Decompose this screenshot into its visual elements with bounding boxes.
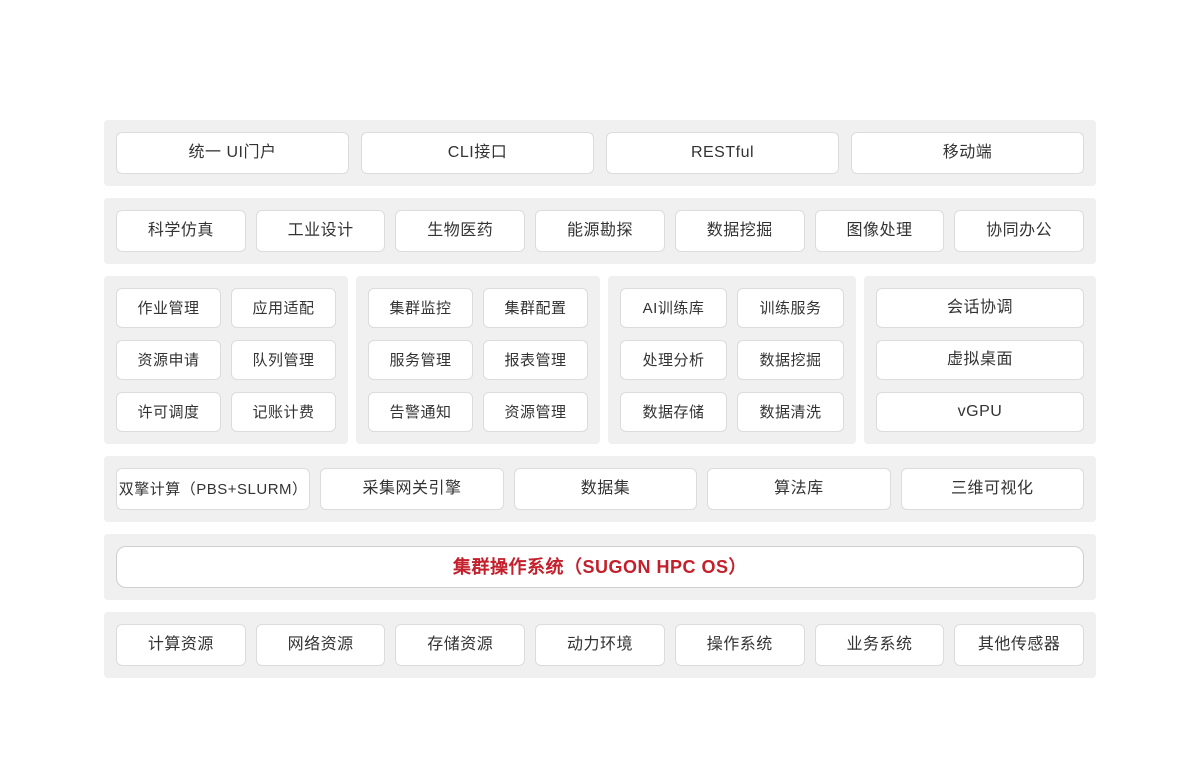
- group-a-row-3: 许可调度 记账计费: [116, 392, 336, 432]
- resource-card-storage[interactable]: 存储资源: [395, 624, 526, 666]
- engine-card-algorithm-library[interactable]: 算法库: [707, 468, 891, 510]
- card-job-management[interactable]: 作业管理: [116, 288, 221, 328]
- cluster-os-band: 集群操作系统（SUGON HPC OS）: [104, 534, 1096, 600]
- engine-layer-band: 双擎计算（PBS+SLURM） 采集网关引擎 数据集 算法库 三维可视化: [104, 456, 1096, 522]
- engine-card-dual-engine-computing[interactable]: 双擎计算（PBS+SLURM）: [116, 468, 311, 510]
- card-processing-analysis[interactable]: 处理分析: [620, 340, 727, 380]
- card-data-cleaning[interactable]: 数据清洗: [737, 392, 844, 432]
- resource-card-business-system[interactable]: 业务系统: [814, 624, 945, 666]
- cluster-os-card[interactable]: 集群操作系统（SUGON HPC OS）: [116, 546, 1084, 588]
- domain-card-biomedicine[interactable]: 生物医药: [395, 210, 526, 252]
- card-license-scheduling[interactable]: 许可调度: [116, 392, 221, 432]
- resource-card-compute[interactable]: 计算资源: [116, 624, 246, 666]
- access-card-restful[interactable]: RESTful: [606, 132, 839, 174]
- group-b-row-3: 告警通知 资源管理: [368, 392, 588, 432]
- access-card-cli[interactable]: CLI接口: [361, 132, 594, 174]
- resource-card-other-sensors[interactable]: 其他传感器: [954, 624, 1085, 666]
- card-virtual-desktop[interactable]: 虚拟桌面: [876, 340, 1084, 380]
- access-layer-band: 统一 UI门户 CLI接口 RESTful 移动端: [104, 120, 1096, 186]
- domain-card-scientific-simulation[interactable]: 科学仿真: [116, 210, 246, 252]
- card-service-management[interactable]: 服务管理: [368, 340, 473, 380]
- group-b-row-2: 服务管理 报表管理: [368, 340, 588, 380]
- card-ai-training-library[interactable]: AI训练库: [620, 288, 727, 328]
- card-cluster-monitoring[interactable]: 集群监控: [368, 288, 473, 328]
- group-c-row-1: AI训练库 训练服务: [620, 288, 844, 328]
- card-data-mining[interactable]: 数据挖掘: [737, 340, 844, 380]
- domain-card-data-mining[interactable]: 数据挖掘: [674, 210, 805, 252]
- card-cluster-configuration[interactable]: 集群配置: [483, 288, 588, 328]
- resource-card-network[interactable]: 网络资源: [255, 624, 386, 666]
- group-a-row-2: 资源申请 队列管理: [116, 340, 336, 380]
- card-application-adaptation[interactable]: 应用适配: [231, 288, 336, 328]
- group-c-row-3: 数据存储 数据清洗: [620, 392, 844, 432]
- group-job-resource-management: 作业管理 应用适配 资源申请 队列管理 许可调度 记账计费: [104, 276, 348, 444]
- physical-resource-band: 计算资源 网络资源 存储资源 动力环境 操作系统 业务系统 其他传感器: [104, 612, 1096, 678]
- domain-card-energy-exploration[interactable]: 能源勘探: [535, 210, 665, 252]
- card-vgpu[interactable]: vGPU: [876, 392, 1084, 432]
- card-alarm-notification[interactable]: 告警通知: [368, 392, 473, 432]
- group-c-row-2: 处理分析 数据挖掘: [620, 340, 844, 380]
- access-card-ui-portal[interactable]: 统一 UI门户: [116, 132, 349, 174]
- domain-card-image-processing[interactable]: 图像处理: [814, 210, 945, 252]
- engine-card-collection-gateway[interactable]: 采集网关引擎: [320, 468, 504, 510]
- group-a-row-1: 作业管理 应用适配: [116, 288, 336, 328]
- application-domain-band: 科学仿真 工业设计 生物医药 能源勘探 数据挖掘 图像处理 协同办公: [104, 198, 1096, 264]
- domain-card-industrial-design[interactable]: 工业设计: [255, 210, 386, 252]
- card-resource-request[interactable]: 资源申请: [116, 340, 221, 380]
- card-session-coordination[interactable]: 会话协调: [876, 288, 1084, 328]
- engine-card-3d-visualization[interactable]: 三维可视化: [900, 468, 1084, 510]
- card-data-storage[interactable]: 数据存储: [620, 392, 727, 432]
- group-b-row-1: 集群监控 集群配置: [368, 288, 588, 328]
- group-ai-data-services: AI训练库 训练服务 处理分析 数据挖掘 数据存储 数据清洗: [608, 276, 856, 444]
- card-queue-management[interactable]: 队列管理: [231, 340, 336, 380]
- resource-card-operating-system[interactable]: 操作系统: [674, 624, 805, 666]
- access-card-mobile[interactable]: 移动端: [851, 132, 1084, 174]
- card-report-management[interactable]: 报表管理: [483, 340, 588, 380]
- group-cluster-operations: 集群监控 集群配置 服务管理 报表管理 告警通知 资源管理: [356, 276, 600, 444]
- card-training-service[interactable]: 训练服务: [737, 288, 844, 328]
- domain-card-collaborative-office[interactable]: 协同办公: [954, 210, 1085, 252]
- architecture-diagram: 统一 UI门户 CLI接口 RESTful 移动端 科学仿真 工业设计 生物医药…: [104, 120, 1096, 678]
- group-visualization-desktop: 会话协调 虚拟桌面 vGPU: [864, 276, 1096, 444]
- functional-groups-row: 作业管理 应用适配 资源申请 队列管理 许可调度 记账计费 集群监控 集群配置 …: [104, 276, 1096, 444]
- card-resource-management[interactable]: 资源管理: [483, 392, 588, 432]
- engine-card-dataset[interactable]: 数据集: [513, 468, 698, 510]
- resource-card-power-environment[interactable]: 动力环境: [535, 624, 665, 666]
- card-accounting-billing[interactable]: 记账计费: [231, 392, 336, 432]
